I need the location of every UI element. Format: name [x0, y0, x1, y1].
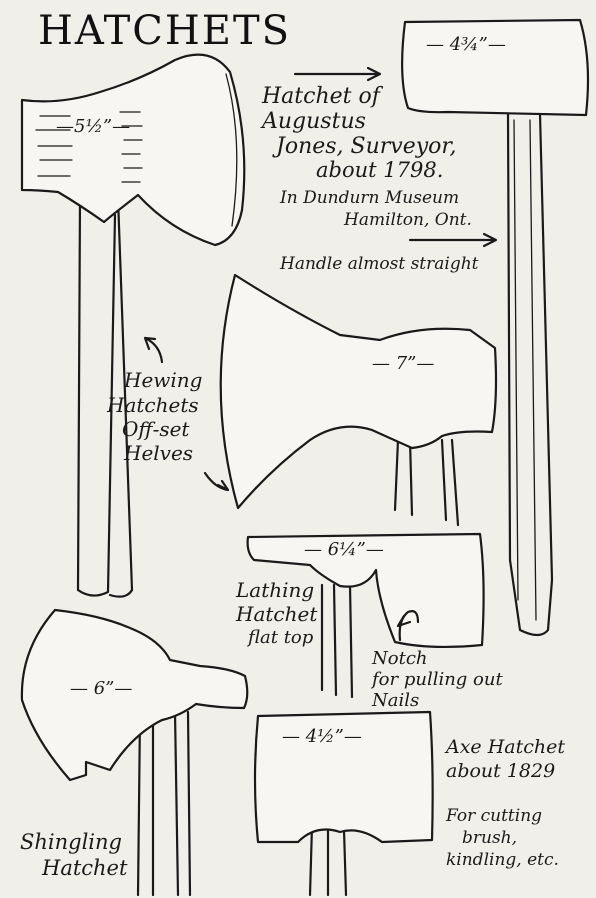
lathing-caption-line-1: Lathing [236, 578, 315, 602]
dimension-surveyor: — 4¾”— [426, 34, 506, 55]
handle-note: Handle almost straight [280, 254, 479, 274]
dimension-shingling: — 6”— [70, 678, 133, 699]
dimension-axe: — 4½”— [282, 726, 362, 747]
cutting-caption-line-2: brush, [462, 828, 518, 848]
axe-hatchet-drawing [253, 710, 434, 897]
hewing-caption-line-2: Hatchets [107, 393, 199, 417]
surveyor-caption-line-3: Jones, Surveyor, [276, 134, 457, 159]
hewing-caption-line-4: Helves [124, 441, 194, 465]
dimension-lathing: — 6¼”— [304, 539, 384, 560]
axe-caption-line-1: Axe Hatchet [446, 736, 566, 758]
dimension-hewing-large: — 7”— [372, 353, 435, 374]
surveyor-caption-line-4: about 1798. [316, 158, 444, 182]
shingling-caption-line-2: Hatchet [42, 856, 128, 880]
surveyor-caption-line-1: Hatchet of [262, 84, 380, 109]
hewing-hatchet-drawing [20, 53, 246, 598]
lathing-caption-line-3: flat top [248, 627, 314, 648]
notch-caption-line-2: for pulling out [372, 669, 503, 690]
cutting-caption-line-1: For cutting [446, 806, 543, 826]
lathing-hatchet-drawing [246, 532, 485, 699]
dimension-hewing: —5½”— [56, 116, 131, 137]
page-title: HATCHETS [38, 8, 292, 54]
hewing-caption-line-1: Hewing [124, 368, 203, 392]
museum-caption-line-2: Hamilton, Ont. [344, 210, 472, 230]
surveyor-hatchet-drawing [293, 18, 590, 637]
shingling-hatchet-drawing [20, 608, 249, 897]
hewing-large-hatchet-drawing [143, 273, 498, 527]
cutting-caption-line-3: kindling, etc. [446, 850, 559, 870]
axe-caption-line-2: about 1829 [446, 760, 556, 782]
lathing-caption-line-2: Hatchet [236, 602, 318, 626]
notch-caption-line-1: Notch [372, 648, 428, 669]
museum-caption-line-1: In Dundurn Museum [280, 188, 460, 208]
notch-caption-line-3: Nails [372, 690, 420, 711]
shingling-caption-line-1: Shingling [20, 830, 122, 854]
surveyor-caption-line-2: Augustus [262, 109, 366, 134]
hewing-caption-line-3: Off-set [122, 417, 190, 441]
